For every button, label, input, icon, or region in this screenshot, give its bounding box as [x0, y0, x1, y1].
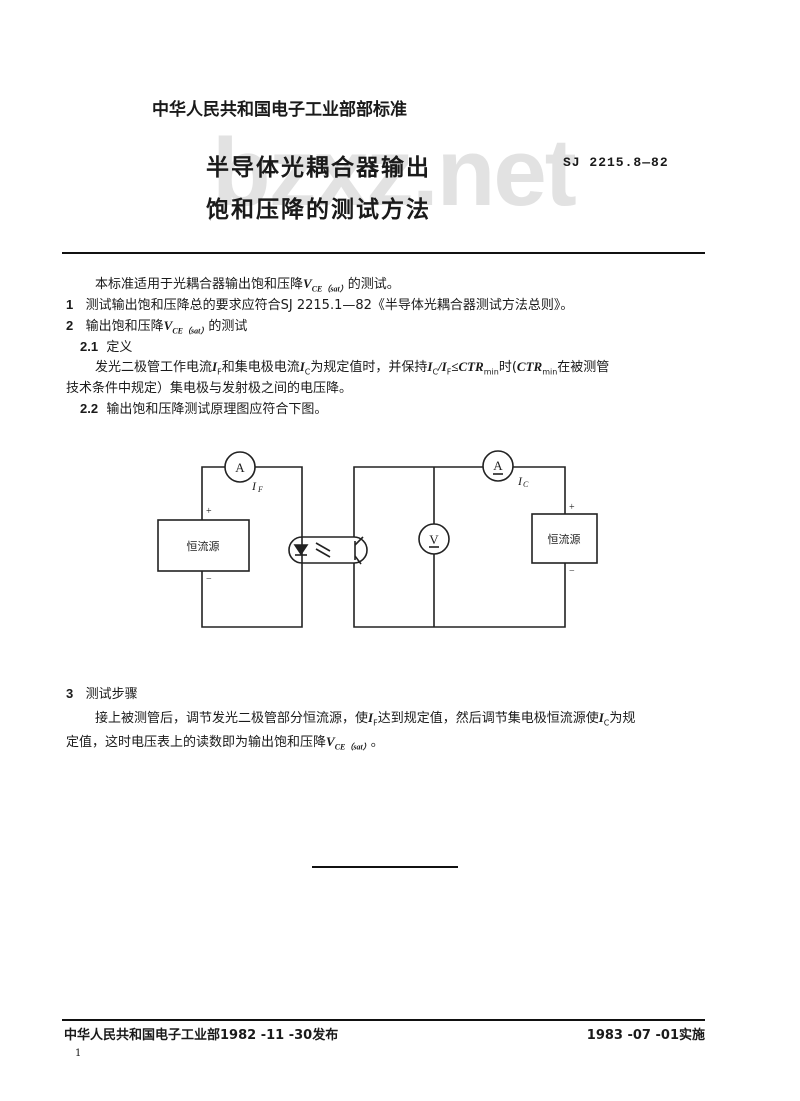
wire — [353, 563, 566, 628]
wire — [201, 466, 303, 628]
constant-current-source-right — [531, 513, 598, 564]
constant-current-source-left — [157, 519, 250, 572]
plus-sign: + — [569, 502, 575, 513]
top-rule — [62, 252, 705, 254]
section-3-heading: 3 测试步骤 — [66, 686, 138, 702]
wire — [353, 466, 483, 537]
ammeter-if — [224, 451, 256, 483]
ic-sub: C — [523, 480, 529, 489]
led-icon — [293, 544, 309, 556]
ic-label: I — [517, 474, 523, 488]
bottom-rule — [62, 1019, 705, 1021]
section-3-body-cont: 定值，这时电压表上的读数即为输出饱和压降VCE（sat）。 — [66, 734, 384, 752]
light-arrow-icon — [315, 542, 331, 552]
voltmeter-label: V — [429, 532, 439, 547]
title-line-2: 饱和压降的测试方法 — [206, 197, 431, 223]
page-number: 1 — [75, 1048, 82, 1059]
wire — [201, 466, 225, 520]
minus-sign: − — [206, 574, 212, 585]
issuer-heading: 中华人民共和国电子工业部部标准 — [152, 100, 407, 120]
section-2-1-heading: 2.1 定义 — [80, 339, 133, 355]
plus-sign: + — [206, 506, 212, 517]
section-3-body: 接上被测管后，调节发光二极管部分恒流源，使IF达到规定值，然后调节集电极恒流源使… — [95, 710, 636, 728]
section-2-2: 2.2 输出饱和压降测试原理图应符合下图。 — [80, 401, 328, 417]
ammeter-label: A — [493, 458, 503, 473]
watermark: bzxz.net — [212, 119, 577, 226]
section-2-1-body: 发光二极管工作电流IF和集电极电流IC为规定值时，并保持IC/IF≤CTRmin… — [95, 359, 610, 377]
if-label: I — [251, 479, 257, 493]
circuit-diagram: A A V I F I C + − + − 恒流源 恒流源 — [157, 450, 598, 628]
intro-paragraph: 本标准适用于光耦合器输出饱和压降VCE（sat）的测试。 — [95, 276, 400, 294]
ammeter-label: A — [235, 460, 245, 475]
issued-date: 中华人民共和国电子工业部1982 -11 -30发布 — [64, 1028, 339, 1043]
minus-sign: − — [569, 566, 575, 577]
ammeter-ic — [482, 450, 514, 482]
wire — [513, 466, 566, 514]
section-2-heading: 2 输出饱和压降VCE（sat）的测试 — [66, 318, 248, 336]
source-label-right: 恒流源 — [548, 532, 581, 546]
if-sub: F — [257, 485, 263, 494]
source-label-left: 恒流源 — [187, 539, 220, 553]
effective-date: 1983 -07 -01实施 — [586, 1028, 705, 1043]
end-rule — [312, 866, 458, 868]
section-1: 1 测试输出饱和压降总的要求应符合SJ 2215.1—82《半导体光耦合器测试方… — [66, 297, 574, 313]
section-2-1-body-cont: 技术条件中规定）集电极与发射极之间的电压降。 — [66, 381, 353, 396]
title-line-1: 半导体光耦合器输出 — [206, 155, 431, 181]
voltmeter — [418, 523, 450, 555]
standard-code: SJ 2215.8—82 — [563, 155, 669, 170]
